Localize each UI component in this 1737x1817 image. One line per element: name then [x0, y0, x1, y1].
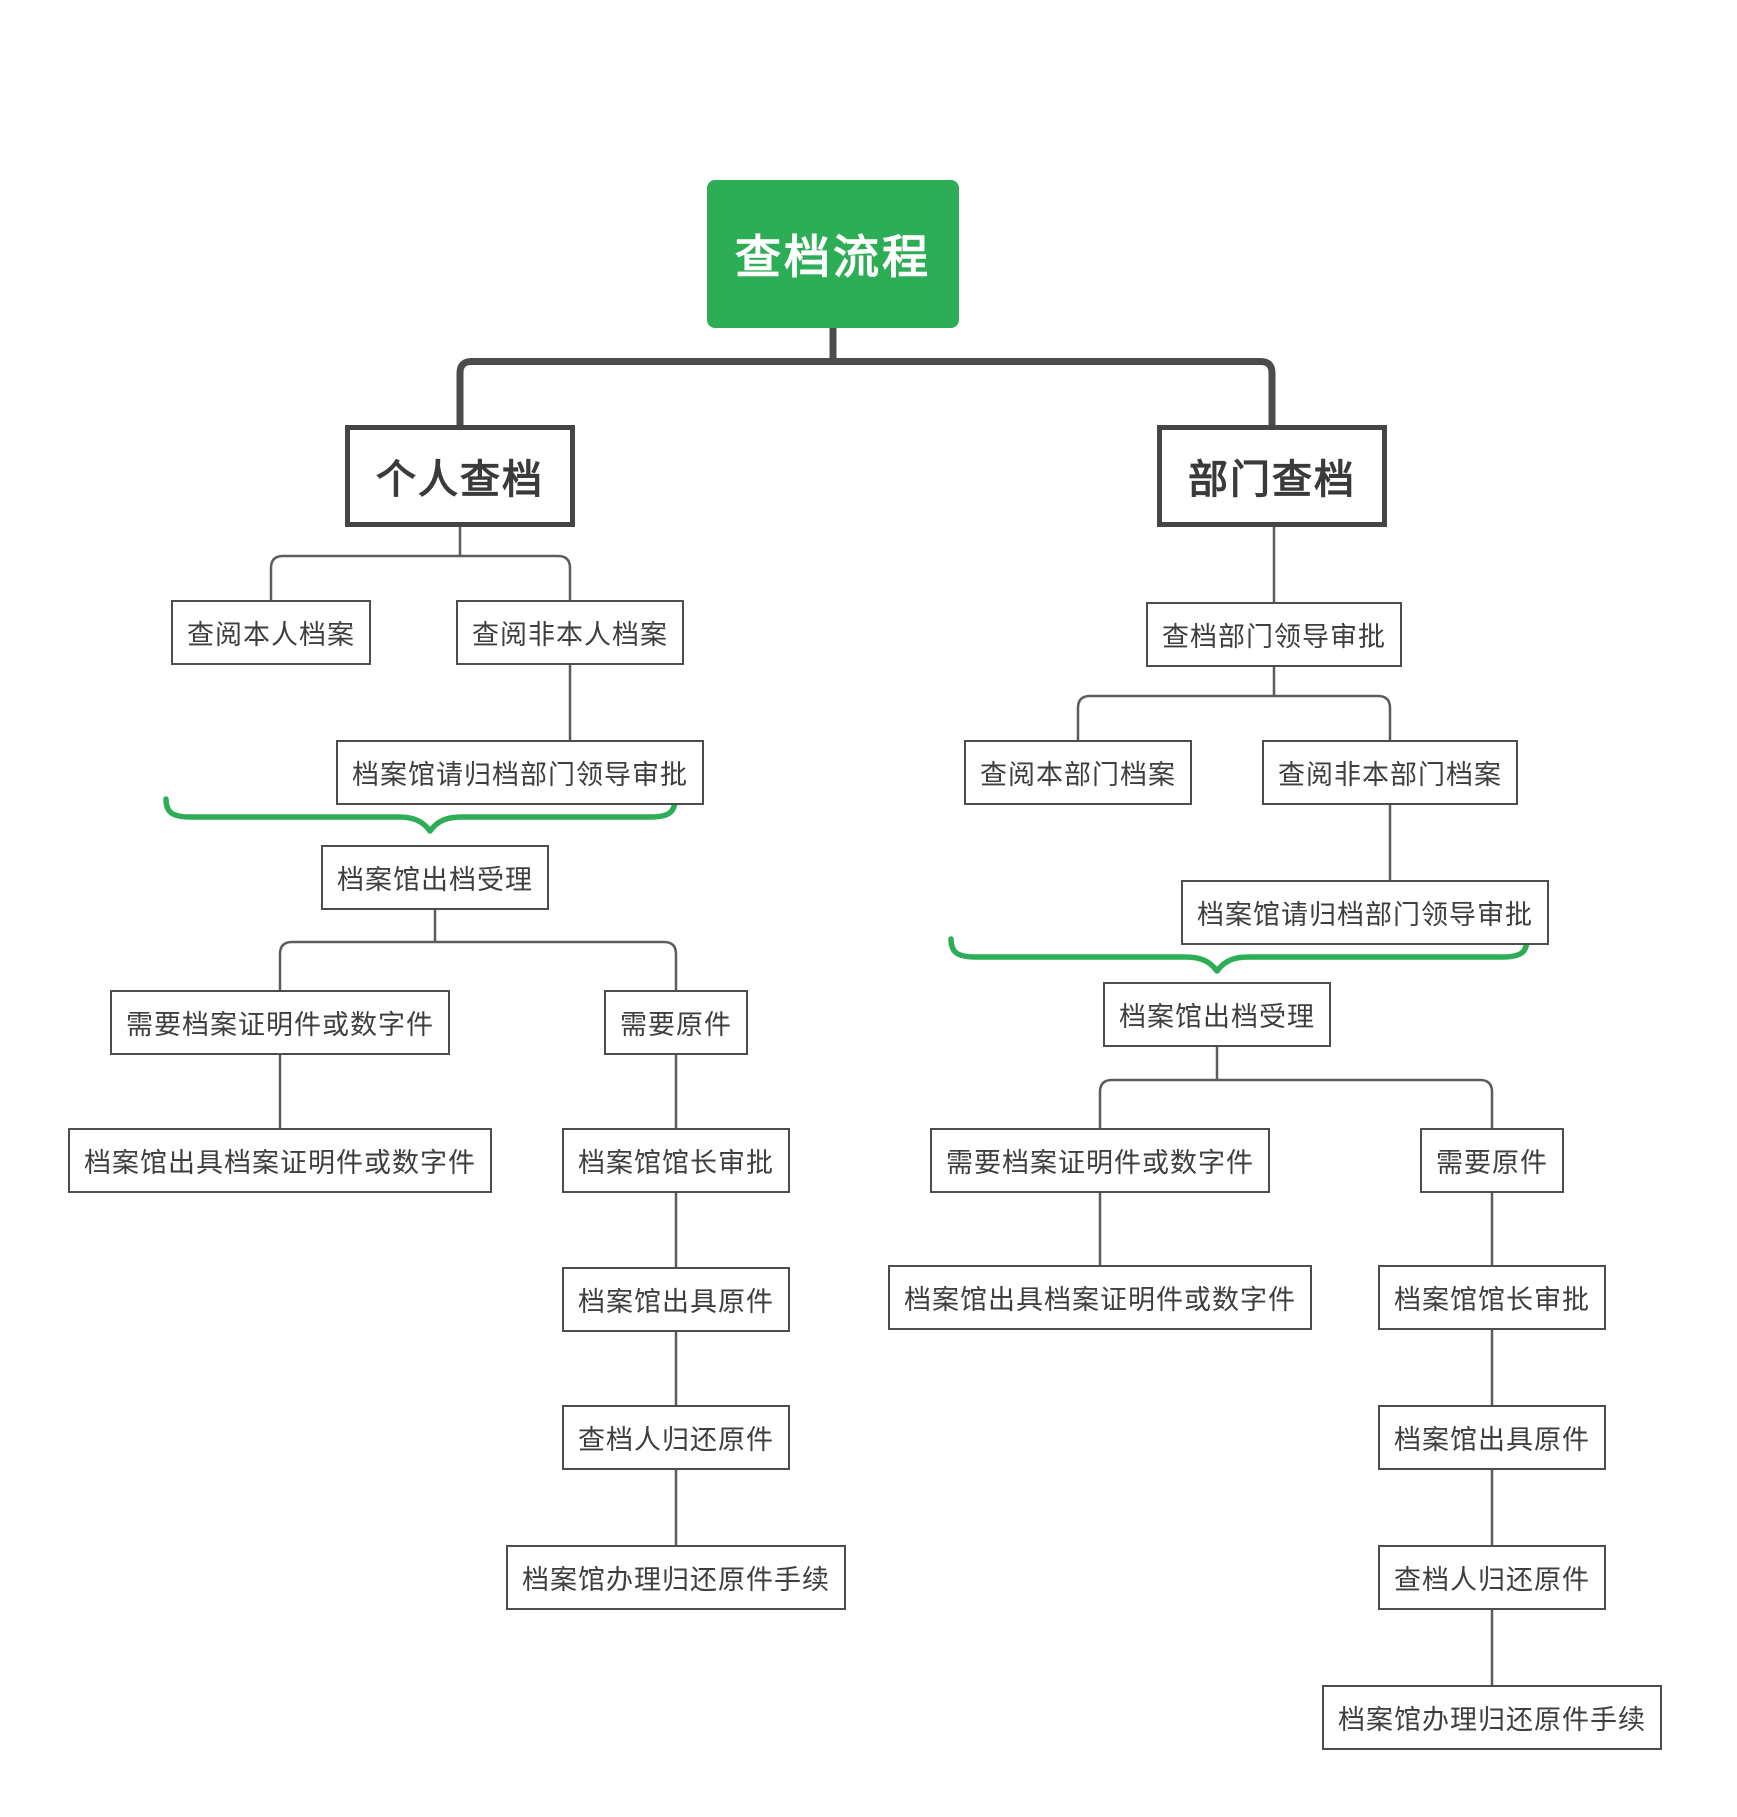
node-view-other-dept: 查阅非本部门档案	[1262, 740, 1518, 805]
left-brace	[163, 796, 678, 834]
node-r-issue-orig: 档案馆出具原件	[1378, 1405, 1606, 1470]
node-r-director: 档案馆馆长审批	[1378, 1265, 1606, 1330]
node-l-issue-cert: 档案馆出具档案证明件或数字件	[68, 1128, 492, 1193]
node-l-return-orig: 查档人归还原件	[562, 1405, 790, 1470]
node-view-own-dept: 查阅本部门档案	[964, 740, 1192, 805]
node-r-accept: 档案馆出档受理	[1103, 982, 1331, 1047]
node-view-own: 查阅本人档案	[171, 600, 371, 665]
node-l-request-approval: 档案馆请归档部门领导审批	[336, 740, 704, 805]
node-l-director: 档案馆馆长审批	[562, 1128, 790, 1193]
node-r-request-approval: 档案馆请归档部门领导审批	[1181, 880, 1549, 945]
node-dept-leader-approval: 查档部门领导审批	[1146, 602, 1402, 667]
node-personal: 个人查档	[345, 425, 575, 527]
node-r-need-orig: 需要原件	[1420, 1128, 1564, 1193]
connector-lines-right	[1076, 512, 1494, 1685]
node-l-need-orig: 需要原件	[604, 990, 748, 1055]
node-root: 查档流程	[707, 180, 959, 328]
node-r-issue-cert: 档案馆出具档案证明件或数字件	[888, 1265, 1312, 1330]
node-l-accept: 档案馆出档受理	[321, 845, 549, 910]
node-r-return-proc: 档案馆办理归还原件手续	[1322, 1685, 1662, 1750]
node-dept: 部门查档	[1157, 425, 1387, 527]
node-view-other: 查阅非本人档案	[456, 600, 684, 665]
node-r-need-cert: 需要档案证明件或数字件	[930, 1128, 1270, 1193]
node-l-issue-orig: 档案馆出具原件	[562, 1267, 790, 1332]
node-l-need-cert: 需要档案证明件或数字件	[110, 990, 450, 1055]
right-brace	[948, 936, 1530, 974]
node-r-return-orig: 查档人归还原件	[1378, 1545, 1606, 1610]
node-l-return-proc: 档案馆办理归还原件手续	[506, 1545, 846, 1610]
